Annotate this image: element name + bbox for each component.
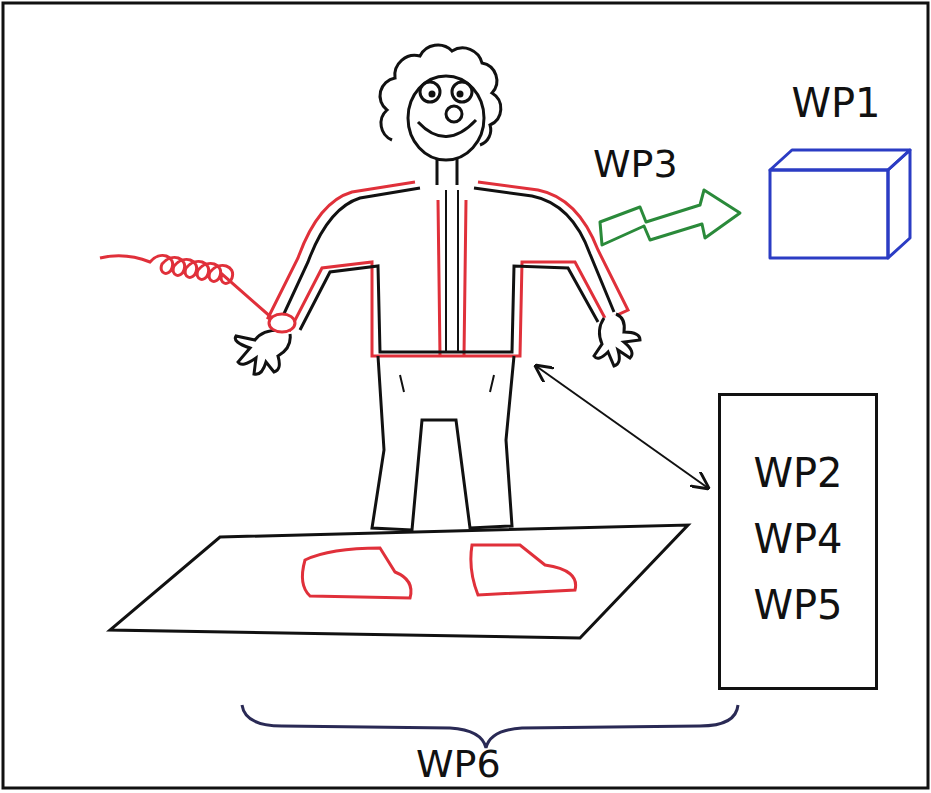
brace [242, 705, 738, 748]
shoe [471, 545, 576, 595]
eye [420, 82, 440, 102]
package-label: WP2 [721, 440, 875, 506]
package-label: WP5 [721, 572, 875, 638]
hand [594, 314, 640, 366]
pupil [457, 91, 464, 98]
floor-mat [110, 525, 688, 638]
jacket-outline [268, 182, 628, 356]
pupil [429, 91, 436, 98]
shoe [302, 548, 411, 598]
work-package-box: WP2WP4WP5 [718, 393, 878, 690]
jacket-zip [438, 200, 466, 356]
cuff [269, 314, 295, 332]
cube-block: WP1 [760, 78, 912, 268]
double-arrow [536, 366, 708, 488]
smile [418, 120, 476, 137]
package-label: WP1 [760, 78, 912, 128]
eye [452, 82, 472, 102]
pocket [400, 375, 494, 392]
pants [372, 356, 514, 530]
hand [235, 330, 290, 374]
spring-cable [100, 255, 272, 318]
frame-border [3, 3, 928, 788]
nose [446, 106, 462, 122]
shirt [446, 190, 458, 352]
torso [282, 188, 614, 352]
package-label: WP3 [593, 142, 678, 186]
face [408, 76, 484, 160]
neck [437, 159, 457, 185]
package-label: WP4 [721, 506, 875, 572]
package-label: WP6 [416, 742, 501, 786]
zigzag-arrow [600, 190, 740, 245]
